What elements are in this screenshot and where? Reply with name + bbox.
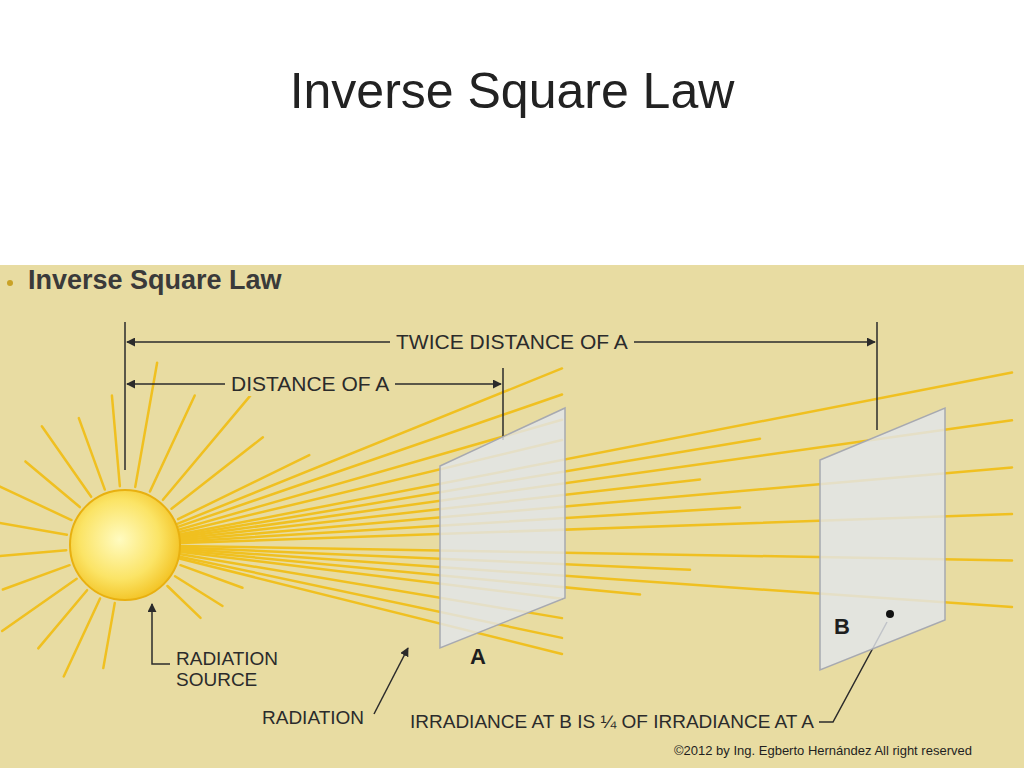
dimension-label: DISTANCE OF A [225, 371, 395, 396]
radiation-ray [103, 603, 114, 668]
radiation-ray [0, 482, 72, 520]
image-heading: Inverse Square Law [28, 266, 282, 296]
dimension-tick [502, 368, 504, 440]
copyright-note: ©2012 by Ing. Egberto Hernández All righ… [674, 744, 972, 758]
radiation-source-sun [70, 490, 180, 600]
radiation-ray [171, 437, 262, 508]
radiation-ray [0, 522, 67, 535]
panel-surface [820, 408, 945, 670]
slide-title: Inverse Square Law [0, 64, 1024, 119]
radiation-ray [42, 426, 91, 496]
leader-line [374, 648, 408, 714]
measure-point [886, 610, 894, 618]
panel-node: B [820, 408, 946, 670]
radiation-rays [0, 363, 1012, 677]
panel-label: B [834, 616, 850, 638]
callout-label: RADIATION [262, 708, 364, 729]
radiation-ray [178, 455, 309, 519]
bullet-dot [7, 280, 13, 286]
radiation-ray [0, 550, 66, 557]
radiation-ray [112, 396, 120, 487]
dimension-tick [876, 322, 878, 430]
panel-outline [440, 408, 566, 648]
callout-label: RADIATION SOURCE [176, 649, 301, 691]
leader-line [152, 604, 170, 664]
radiation-ray [79, 418, 105, 489]
callout-label: IRRADIANCE AT B IS ¼ OF IRRADIANCE AT A [410, 712, 814, 733]
panel-node: A [440, 408, 566, 648]
radiation-ray [167, 586, 200, 618]
dimension-label: TWICE DISTANCE OF A [390, 329, 634, 354]
radiation-ray [38, 590, 87, 648]
radiation-ray [180, 550, 640, 594]
radiation-ray [3, 565, 70, 589]
panel-label: A [470, 646, 486, 668]
radiation-ray [163, 396, 250, 500]
radiation-ray [150, 395, 195, 491]
dimension-tick [124, 322, 126, 470]
radiation-ray [135, 363, 157, 487]
panel-surface [440, 408, 565, 648]
